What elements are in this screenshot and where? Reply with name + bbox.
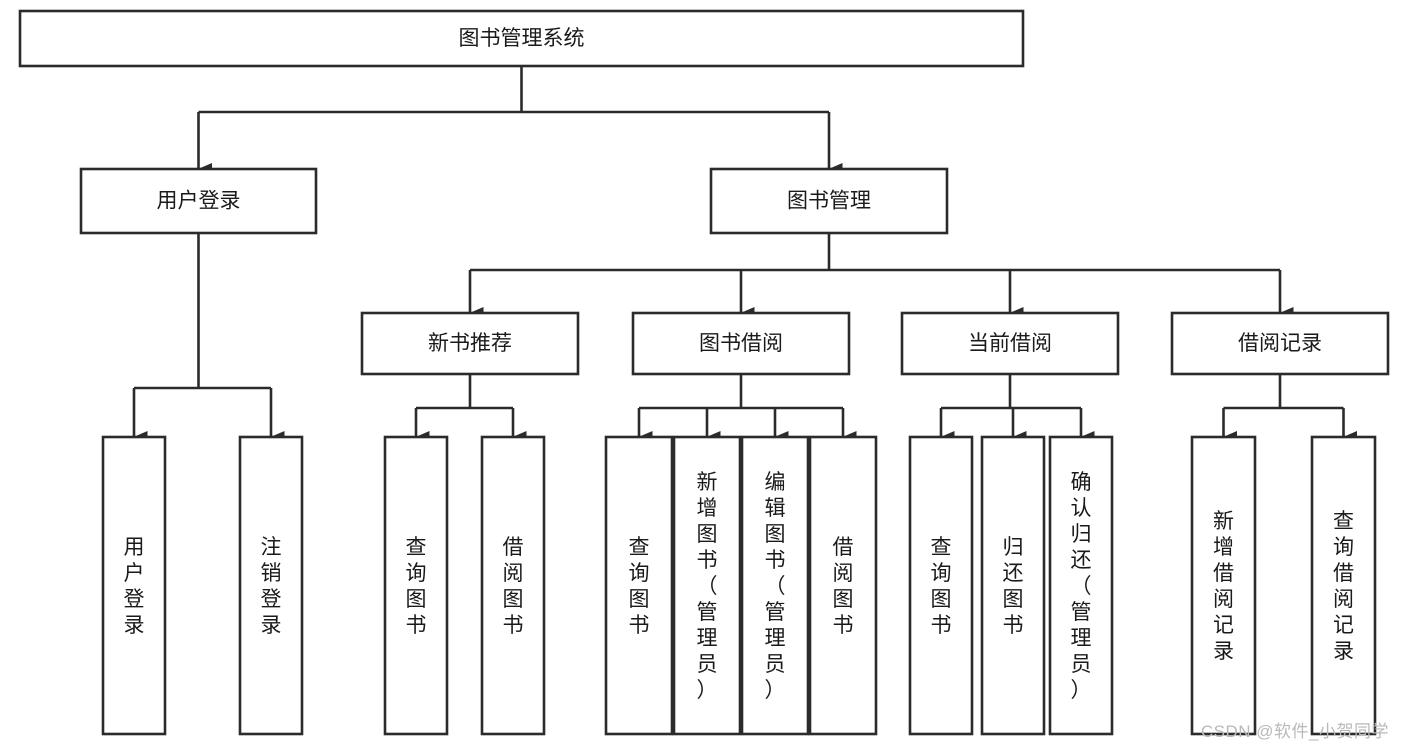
leaf-node-8[interactable]: 借阅图书 xyxy=(808,435,878,736)
node-box[interactable] xyxy=(1170,311,1390,376)
leaf-node-10[interactable]: 归还图书 xyxy=(980,435,1046,736)
node-box[interactable] xyxy=(480,435,546,736)
node-label: 用户登录 xyxy=(157,190,241,213)
node-label: 用户登录 xyxy=(124,536,145,637)
leaf-node-9[interactable]: 查询图书 xyxy=(908,435,974,736)
leaf-node-11[interactable]: 确认归还（管理员） xyxy=(1048,435,1114,736)
watermark-text: CSDN @软件_小贺同学 xyxy=(1200,722,1389,741)
node-label: 图书管理系统 xyxy=(459,27,585,50)
node-label: 注销登录 xyxy=(261,536,282,637)
level2-node-2[interactable]: 图书管理 xyxy=(709,167,949,235)
node-box[interactable] xyxy=(1190,435,1257,736)
node-box[interactable] xyxy=(808,435,878,736)
node-label: 借阅记录 xyxy=(1238,332,1322,355)
node-label: 编辑图书（管理员） xyxy=(765,471,786,702)
node-label: 查询借阅记录 xyxy=(1333,510,1354,663)
node-box[interactable] xyxy=(1310,435,1377,736)
node-label: 查询图书 xyxy=(629,536,650,637)
leaf-node-1[interactable]: 用户登录 xyxy=(101,435,167,736)
node-box[interactable] xyxy=(360,311,580,376)
leaf-node-6[interactable]: 新增图书（管理员） xyxy=(672,435,742,736)
node-box[interactable] xyxy=(672,435,742,736)
node-label: 图书借阅 xyxy=(699,332,783,355)
root-node-book-management-system[interactable]: 图书管理系统 xyxy=(18,9,1025,68)
node-box[interactable] xyxy=(604,435,674,736)
level3-node-1[interactable]: 新书推荐 xyxy=(360,311,580,376)
node-label: 新增图书（管理员） xyxy=(697,471,718,702)
node-layer: 图书管理系统用户登录图书管理新书推荐图书借阅当前借阅借阅记录用户登录注销登录查询… xyxy=(18,9,1390,736)
level3-node-3[interactable]: 当前借阅 xyxy=(900,311,1120,376)
leaf-node-5[interactable]: 查询图书 xyxy=(604,435,674,736)
node-box[interactable] xyxy=(238,435,304,736)
node-label: 图书管理 xyxy=(787,190,871,213)
node-box[interactable] xyxy=(631,311,851,376)
node-box[interactable] xyxy=(1048,435,1114,736)
node-label: 归还图书 xyxy=(1003,536,1024,637)
leaf-node-13[interactable]: 查询借阅记录 xyxy=(1310,435,1377,736)
level3-node-2[interactable]: 图书借阅 xyxy=(631,311,851,376)
level2-node-1[interactable]: 用户登录 xyxy=(79,167,318,235)
node-label: 当前借阅 xyxy=(968,332,1052,355)
node-box[interactable] xyxy=(900,311,1120,376)
node-box[interactable] xyxy=(101,435,167,736)
node-label: 查询图书 xyxy=(406,536,427,637)
node-label: 查询图书 xyxy=(931,536,952,637)
node-label: 确认归还（管理员） xyxy=(1071,471,1092,702)
level3-node-4[interactable]: 借阅记录 xyxy=(1170,311,1390,376)
leaf-node-2[interactable]: 注销登录 xyxy=(238,435,304,736)
node-box[interactable] xyxy=(980,435,1046,736)
node-box[interactable] xyxy=(709,167,949,235)
node-box[interactable] xyxy=(740,435,810,736)
node-label: 新书推荐 xyxy=(428,332,512,355)
leaf-node-3[interactable]: 查询图书 xyxy=(383,435,449,736)
node-label: 借阅图书 xyxy=(503,536,524,637)
connector-layer xyxy=(132,66,1357,443)
node-box[interactable] xyxy=(18,9,1025,68)
leaf-node-7[interactable]: 编辑图书（管理员） xyxy=(740,435,810,736)
node-label: 借阅图书 xyxy=(833,536,854,637)
node-box[interactable] xyxy=(383,435,449,736)
node-label: 新增借阅记录 xyxy=(1213,510,1234,663)
node-box[interactable] xyxy=(908,435,974,736)
node-box[interactable] xyxy=(79,167,318,235)
leaf-node-12[interactable]: 新增借阅记录 xyxy=(1190,435,1257,736)
leaf-node-4[interactable]: 借阅图书 xyxy=(480,435,546,736)
